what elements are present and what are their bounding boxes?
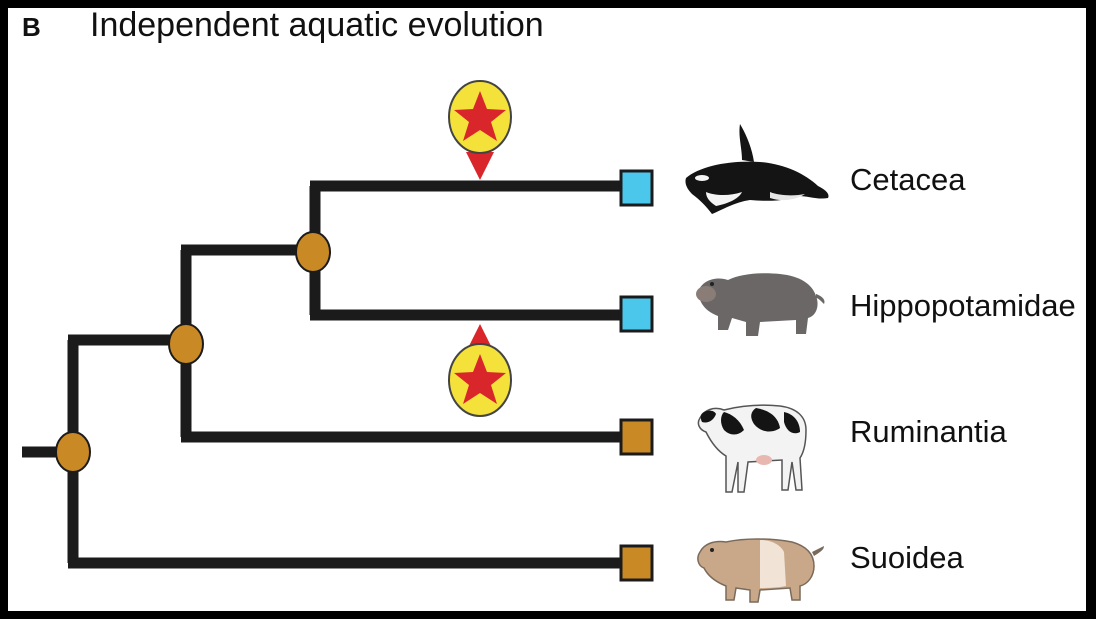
top-frame-overlay [0, 0, 1096, 6]
clade-1-node [169, 324, 203, 364]
taxon-label-suoidea: Suoidea [850, 540, 965, 575]
panel-title: Independent aquatic evolution [90, 6, 544, 44]
taxon-label-ruminantia: Ruminantia [850, 414, 1008, 449]
tip-state-hippopotamidae [621, 297, 652, 331]
tip-state-ruminantia [621, 420, 652, 454]
root-node [56, 432, 90, 472]
tip-state-suoidea [621, 546, 652, 580]
taxon-label-cetacea: Cetacea [850, 162, 966, 197]
taxon-label-hippopotamidae: Hippopotamidae [850, 288, 1076, 323]
panel-letter: B [22, 12, 41, 42]
clade-2-node [296, 232, 330, 272]
tip-state-cetacea [621, 171, 652, 205]
